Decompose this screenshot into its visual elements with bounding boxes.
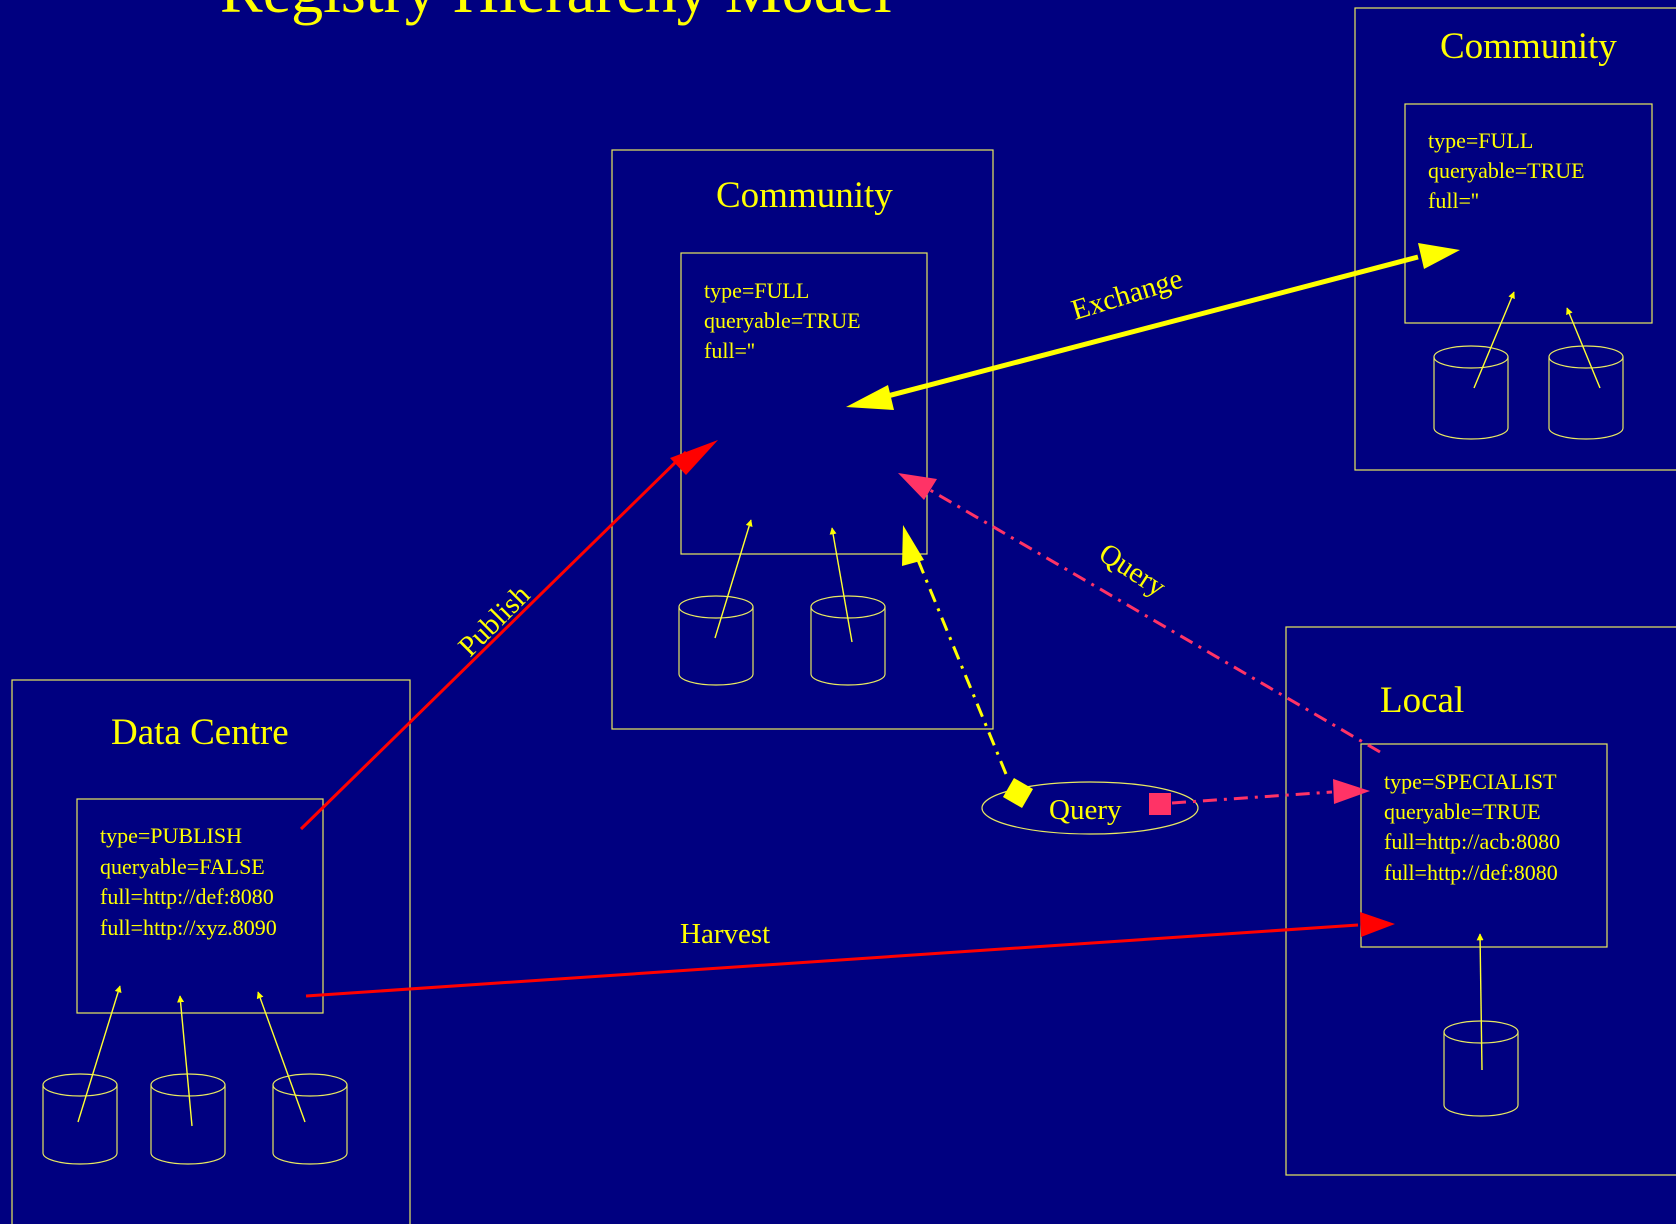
database-icon bbox=[150, 1073, 226, 1165]
community-top-prop-full: full='' bbox=[1428, 188, 1479, 213]
community-mid-prop-queryable: queryable=TRUE bbox=[704, 308, 861, 333]
feed-arrow bbox=[829, 527, 853, 643]
query-client-yellow-handle bbox=[1002, 777, 1034, 809]
query-link-line bbox=[929, 488, 1381, 754]
local-registry-box bbox=[1360, 743, 1608, 948]
publish-arrowhead bbox=[670, 440, 718, 475]
query-client-label[interactable]: Query bbox=[1049, 794, 1122, 826]
harvest-label: Harvest bbox=[680, 918, 770, 950]
community-top-prop-queryable: queryable=TRUE bbox=[1428, 158, 1585, 183]
feed-arrow bbox=[1476, 933, 1484, 1071]
database-icon bbox=[810, 595, 886, 686]
community-mid-heading: Community bbox=[716, 175, 893, 216]
data-centre-frame bbox=[11, 679, 411, 1224]
feed-arrow bbox=[1566, 307, 1601, 389]
community-mid-prop-type: type=FULL bbox=[704, 278, 809, 303]
community-mid-frame bbox=[611, 149, 994, 730]
data-centre-registry-box bbox=[76, 798, 324, 1014]
query-client-to-local-line bbox=[1171, 790, 1333, 805]
query-client-to-community-line bbox=[916, 559, 1008, 775]
local-prop-full-2: full=http://def:8080 bbox=[1384, 860, 1558, 885]
local-node: Local type=SPECIALIST queryable=TRUE ful… bbox=[1285, 626, 1676, 1176]
community-mid-node: Community type=FULL queryable=TRUE full=… bbox=[611, 149, 994, 730]
publish-arrow-line bbox=[299, 450, 688, 831]
local-prop-full-1: full=http://acb:8080 bbox=[1384, 829, 1560, 854]
feed-arrow bbox=[177, 995, 193, 1127]
query-client-ellipse[interactable] bbox=[981, 781, 1199, 835]
data-centre-node: Data Centre type=PUBLISH queryable=FALSE… bbox=[11, 679, 411, 1224]
database-icon bbox=[42, 1073, 118, 1165]
database-icon bbox=[1433, 345, 1509, 440]
database-icon bbox=[272, 1073, 348, 1165]
database-icon bbox=[1548, 345, 1624, 440]
community-top-node: Community type=FULL queryable=TRUE full=… bbox=[1354, 7, 1676, 471]
local-prop-type: type=SPECIALIST bbox=[1384, 769, 1557, 794]
publish-label: Publish bbox=[452, 578, 537, 663]
query-client-to-community-arrowhead bbox=[902, 525, 924, 566]
data-centre-prop-type: type=PUBLISH bbox=[100, 823, 242, 848]
exchange-arrowhead-left bbox=[846, 385, 894, 410]
data-centre-prop-queryable: queryable=FALSE bbox=[100, 854, 265, 879]
query-client-pink-handle bbox=[1149, 793, 1171, 815]
community-mid-registry-box bbox=[680, 252, 928, 555]
exchange-arrow-line bbox=[879, 254, 1419, 401]
data-centre-prop-full-2: full=http://xyz.8090 bbox=[100, 915, 277, 940]
community-top-prop-type: type=FULL bbox=[1428, 128, 1533, 153]
community-top-frame bbox=[1354, 7, 1676, 471]
database-icon bbox=[678, 595, 754, 686]
feed-arrow bbox=[1473, 291, 1515, 389]
community-top-registry-box bbox=[1404, 103, 1653, 324]
data-centre-prop-full-1: full=http://def:8080 bbox=[100, 884, 274, 909]
query-client-to-local-arrowhead bbox=[1333, 779, 1370, 804]
exchange-arrowhead-right bbox=[1418, 243, 1460, 269]
local-heading: Local bbox=[1380, 680, 1464, 721]
community-mid-prop-full: full='' bbox=[704, 338, 755, 363]
local-frame bbox=[1285, 626, 1676, 1176]
query-link-label: Query bbox=[1093, 537, 1172, 604]
harvest-arrowhead bbox=[1360, 912, 1395, 937]
community-top-heading: Community bbox=[1440, 26, 1617, 67]
feed-arrow bbox=[256, 991, 306, 1123]
database-icon bbox=[1443, 1020, 1519, 1117]
exchange-label: Exchange bbox=[1068, 263, 1187, 327]
harvest-arrow-line bbox=[305, 923, 1359, 998]
query-link-arrowhead bbox=[898, 473, 937, 500]
diagram-title: Registry Hierarchy Model bbox=[220, 0, 892, 26]
data-centre-heading: Data Centre bbox=[111, 712, 289, 753]
feed-arrow bbox=[714, 519, 753, 639]
local-prop-queryable: queryable=TRUE bbox=[1384, 799, 1541, 824]
feed-arrow bbox=[77, 985, 122, 1123]
